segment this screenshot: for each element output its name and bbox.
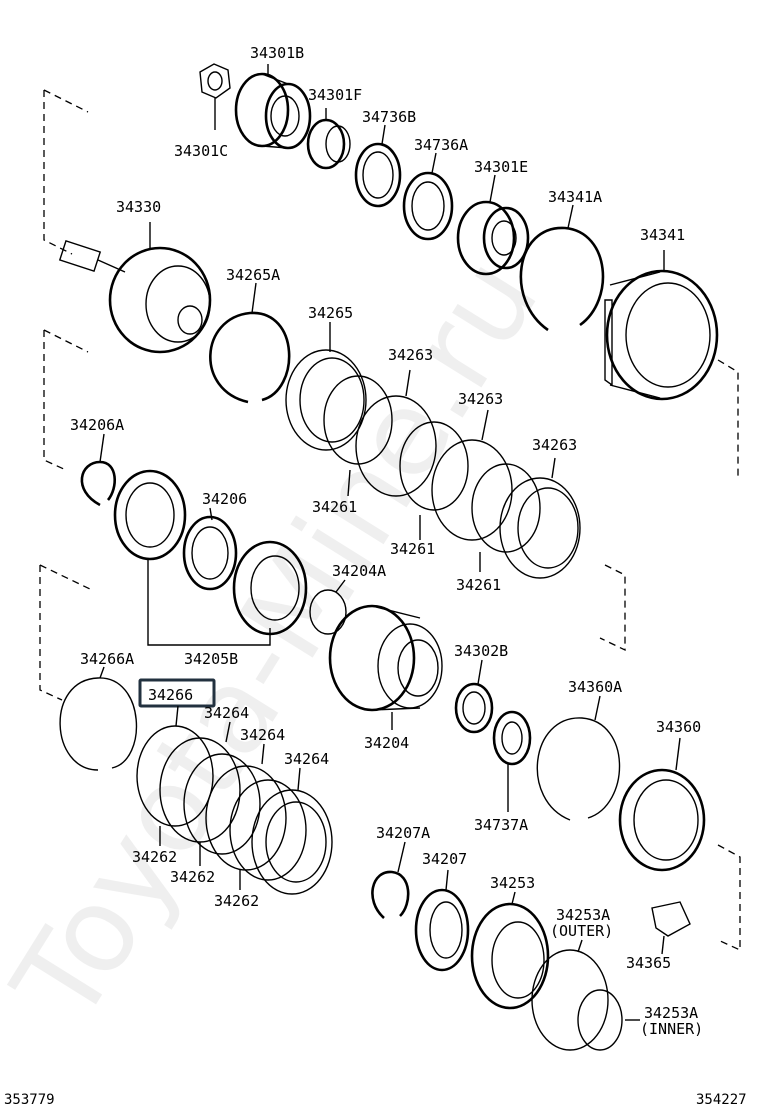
label-34207[interactable]: 34207 — [422, 850, 467, 868]
note-inner: (INNER) — [640, 1020, 703, 1038]
label-34360A[interactable]: 34360A — [568, 678, 622, 696]
label-34737A[interactable]: 34737A — [474, 816, 528, 834]
label-34301F[interactable]: 34301F — [308, 86, 362, 104]
hub-34341 — [604, 250, 719, 401]
disc-stack-top — [323, 369, 581, 579]
race-34737A — [492, 710, 532, 812]
label-34262-b[interactable]: 34262 — [170, 868, 215, 886]
label-34253[interactable]: 34253 — [490, 874, 535, 892]
label-34265A[interactable]: 34265A — [226, 266, 280, 284]
label-34330[interactable]: 34330 — [116, 198, 161, 216]
label-34253A-inner[interactable]: 34253A — [644, 1004, 698, 1022]
footer-left-code: 353779 — [4, 1092, 55, 1108]
label-34266A[interactable]: 34266A — [80, 650, 134, 668]
label-34263-b[interactable]: 34263 — [458, 390, 503, 408]
label-34263-c[interactable]: 34263 — [532, 436, 577, 454]
label-34253A-outer[interactable]: 34253A — [556, 906, 610, 924]
label-34365[interactable]: 34365 — [626, 954, 671, 972]
snap-ring-34207A — [371, 841, 410, 919]
label-34207A[interactable]: 34207A — [376, 824, 430, 842]
label-34266[interactable]: 34266 — [148, 686, 193, 704]
label-34341A[interactable]: 34341A — [548, 188, 602, 206]
drum-34204 — [328, 604, 443, 730]
label-34264-c[interactable]: 34264 — [284, 750, 329, 768]
shaft-34330 — [58, 222, 212, 354]
nut-34301C — [199, 63, 231, 130]
disc-stack-bottom — [136, 705, 333, 895]
label-34206[interactable]: 34206 — [202, 490, 247, 508]
race-34736B — [354, 124, 402, 208]
snap-ring-34360A — [536, 695, 621, 821]
label-34265[interactable]: 34265 — [308, 304, 353, 322]
label-34264-b[interactable]: 34264 — [240, 726, 285, 744]
label-34301B[interactable]: 34301B — [250, 44, 304, 62]
race-34736A — [402, 152, 454, 241]
clip-34365 — [651, 901, 691, 955]
label-34204[interactable]: 34204 — [364, 734, 409, 752]
label-34261-b[interactable]: 34261 — [390, 540, 435, 558]
bearing-34301F — [306, 108, 351, 170]
label-34736A[interactable]: 34736A — [414, 136, 468, 154]
note-outer: (OUTER) — [550, 922, 613, 940]
label-34301C[interactable]: 34301C — [174, 142, 228, 160]
snap-ring-34206A — [80, 433, 116, 507]
oring-34253A-outer — [531, 939, 609, 1051]
label-34360[interactable]: 34360 — [656, 718, 701, 736]
snap-ring-34265A — [209, 282, 291, 404]
footer-right-code: 354227 — [696, 1092, 747, 1108]
label-34341[interactable]: 34341 — [640, 226, 685, 244]
label-34262-c[interactable]: 34262 — [214, 892, 259, 910]
label-34302B[interactable]: 34302B — [454, 642, 508, 660]
label-34264-a[interactable]: 34264 — [204, 704, 249, 722]
highlight-box-34266[interactable] — [138, 678, 216, 708]
bearing-34205B — [113, 469, 308, 646]
ring-34266A — [59, 666, 138, 771]
label-34261-a[interactable]: 34261 — [312, 498, 357, 516]
label-34262-a[interactable]: 34262 — [132, 848, 177, 866]
label-34301E[interactable]: 34301E — [474, 158, 528, 176]
oring-34253A-inner — [577, 989, 640, 1051]
label-34204A[interactable]: 34204A — [332, 562, 386, 580]
bearing-34301B — [234, 64, 312, 150]
label-34205B[interactable]: 34205B — [184, 650, 238, 668]
bearing-34301E — [456, 174, 530, 276]
label-34206A[interactable]: 34206A — [70, 416, 124, 434]
snap-ring-34341A — [519, 204, 605, 332]
bearing-34302B — [454, 659, 494, 734]
label-34736B[interactable]: 34736B — [362, 108, 416, 126]
bearing-34207 — [414, 869, 470, 972]
piston-34253 — [470, 891, 550, 1010]
hub-34360 — [618, 737, 706, 872]
label-34263-a[interactable]: 34263 — [388, 346, 433, 364]
plate-34265 — [285, 322, 367, 451]
oring-34204A — [309, 579, 347, 635]
label-34261-c[interactable]: 34261 — [456, 576, 501, 594]
